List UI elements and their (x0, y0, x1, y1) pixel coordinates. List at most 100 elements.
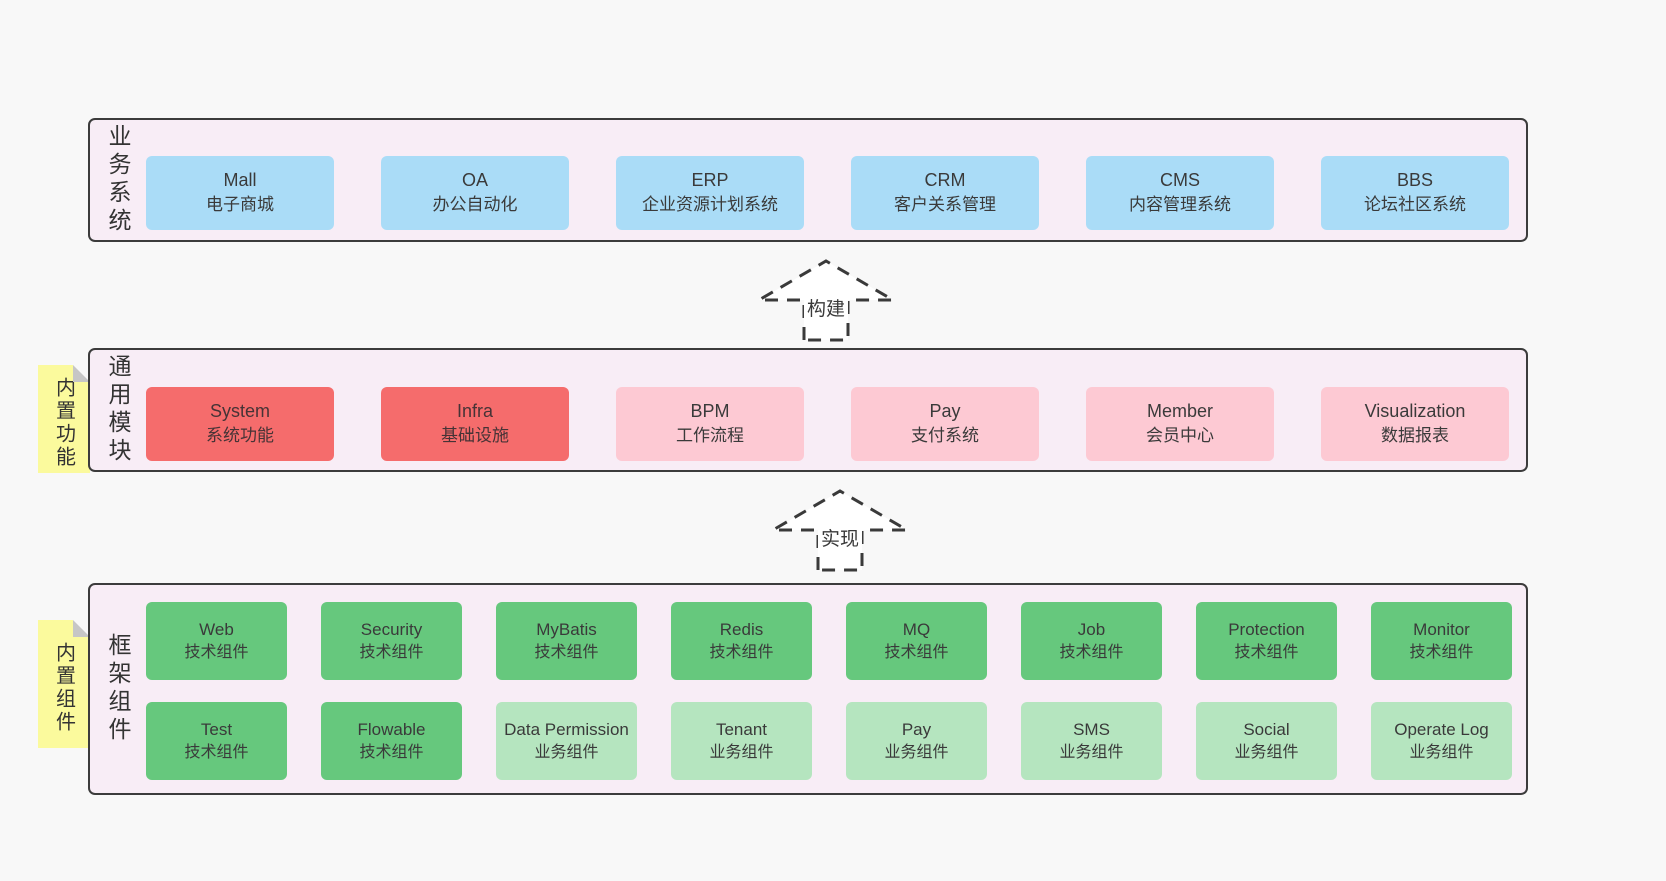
box-name: Member (1146, 401, 1213, 422)
common-modules-panel: 通用模块 System 系统功能 Infra 基础设施 BPM 工作流程 Pay… (88, 348, 1528, 472)
box-name: Redis (719, 620, 764, 640)
box-name: Mall (223, 170, 257, 191)
box-subtitle: 技术组件 (1059, 643, 1124, 661)
framework-components-grid: Web 技术组件 Security 技术组件 MyBatis 技术组件 Redi… (146, 585, 1512, 793)
business-box-erp: ERP 企业资源计划系统 (616, 155, 804, 230)
box-subtitle: 系统功能 (206, 426, 274, 446)
business-box-bbs: BBS 论坛社区系统 (1321, 155, 1509, 230)
box-subtitle: 技术组件 (359, 643, 424, 661)
box-name: Operate Log (1394, 720, 1489, 740)
box-name: BPM (690, 401, 730, 422)
box-name: SMS (1073, 720, 1110, 740)
box-subtitle: 电子商城 (206, 195, 274, 215)
module-box-system: System 系统功能 (146, 386, 334, 461)
module-box-visualization: Visualization 数据报表 (1321, 386, 1509, 461)
component-box-monitor: Monitor 技术组件 (1371, 602, 1512, 680)
box-name: Visualization (1364, 401, 1466, 422)
common-modules-label: 通用模块 (105, 354, 131, 466)
box-name: Pay (929, 401, 961, 422)
builtin-components-note-text: 内置组件 (52, 642, 75, 734)
module-box-infra: Infra 基础设施 (381, 386, 569, 461)
box-name: Flowable (357, 720, 426, 740)
box-name: Pay (901, 720, 932, 740)
component-box-flowable: Flowable 技术组件 (321, 702, 462, 780)
box-subtitle: 技术组件 (1234, 643, 1299, 661)
box-subtitle: 客户关系管理 (894, 195, 996, 215)
box-subtitle: 业务组件 (534, 743, 599, 761)
box-subtitle: 技术组件 (709, 643, 774, 661)
framework-components-label: 框架组件 (105, 633, 131, 745)
implement-arrow-label: 实现 (817, 524, 863, 551)
box-subtitle: 论坛社区系统 (1364, 195, 1466, 215)
box-subtitle: 技术组件 (184, 643, 249, 661)
box-subtitle: 工作流程 (676, 426, 744, 446)
box-subtitle: 技术组件 (1409, 643, 1474, 661)
component-box-test: Test 技术组件 (146, 702, 287, 780)
component-box-mq: MQ 技术组件 (846, 602, 987, 680)
box-subtitle: 办公自动化 (432, 195, 518, 215)
component-box-sms: SMS 业务组件 (1021, 702, 1162, 780)
framework-components-panel: 框架组件 Web 技术组件 Security 技术组件 MyBatis 技术组件… (88, 583, 1528, 795)
box-name: Tenant (715, 720, 768, 740)
box-subtitle: 业务组件 (884, 743, 949, 761)
box-name: Data Permission (504, 720, 629, 740)
component-box-redis: Redis 技术组件 (671, 602, 812, 680)
component-box-pay: Pay 业务组件 (846, 702, 987, 780)
module-box-bpm: BPM 工作流程 (616, 386, 804, 461)
box-name: System (209, 401, 270, 422)
box-subtitle: 技术组件 (534, 643, 599, 661)
component-box-job: Job 技术组件 (1021, 602, 1162, 680)
component-box-operate-log: Operate Log 业务组件 (1371, 702, 1512, 780)
framework-components-row-2: Test 技术组件 Flowable 技术组件 Data Permission … (146, 702, 1512, 780)
box-subtitle: 数据报表 (1381, 426, 1449, 446)
box-name: BBS (1396, 170, 1434, 191)
business-box-crm: CRM 客户关系管理 (851, 155, 1039, 230)
box-name: Protection (1228, 620, 1305, 640)
box-name: Social (1243, 720, 1290, 740)
box-name: Security (360, 620, 423, 640)
box-name: Job (1077, 620, 1106, 640)
box-name: Web (199, 620, 234, 640)
box-name: MQ (902, 620, 931, 640)
business-systems-row: Mall 电子商城 OA 办公自动化 ERP 企业资源计划系统 CRM 客户关系… (146, 145, 1509, 240)
box-name: Infra (456, 401, 494, 422)
business-systems-label: 业务系统 (105, 124, 131, 236)
box-subtitle: 业务组件 (709, 743, 774, 761)
builtin-features-note: 内置功能 (38, 365, 90, 473)
module-box-member: Member 会员中心 (1086, 386, 1274, 461)
build-arrow-label: 构建 (803, 294, 849, 321)
box-subtitle: 内容管理系统 (1129, 195, 1231, 215)
box-name: Test (200, 720, 233, 740)
box-subtitle: 会员中心 (1146, 426, 1214, 446)
box-subtitle: 业务组件 (1234, 743, 1299, 761)
component-box-security: Security 技术组件 (321, 602, 462, 680)
box-subtitle: 技术组件 (184, 743, 249, 761)
component-box-data-permission: Data Permission 业务组件 (496, 702, 637, 780)
box-name: OA (461, 170, 488, 191)
component-box-social: Social 业务组件 (1196, 702, 1337, 780)
box-name: CMS (1160, 170, 1200, 191)
business-box-mall: Mall 电子商城 (146, 155, 334, 230)
box-subtitle: 企业资源计划系统 (642, 195, 778, 215)
framework-components-row-1: Web 技术组件 Security 技术组件 MyBatis 技术组件 Redi… (146, 602, 1512, 680)
component-box-mybatis: MyBatis 技术组件 (496, 602, 637, 680)
builtin-components-note: 内置组件 (38, 620, 90, 748)
box-name: ERP (691, 170, 729, 191)
business-box-cms: CMS 内容管理系统 (1086, 155, 1274, 230)
component-box-protection: Protection 技术组件 (1196, 602, 1337, 680)
implement-arrow: 实现 (770, 488, 910, 572)
box-subtitle: 基础设施 (441, 426, 509, 446)
box-name: MyBatis (536, 620, 597, 640)
builtin-features-note-text: 内置功能 (52, 377, 75, 469)
box-subtitle: 技术组件 (359, 743, 424, 761)
component-box-tenant: Tenant 业务组件 (671, 702, 812, 780)
box-subtitle: 支付系统 (911, 426, 979, 446)
common-modules-row: System 系统功能 Infra 基础设施 BPM 工作流程 Pay 支付系统… (146, 377, 1509, 470)
build-arrow: 构建 (756, 258, 896, 342)
box-name: CRM (924, 170, 966, 191)
box-subtitle: 技术组件 (884, 643, 949, 661)
box-subtitle: 业务组件 (1409, 743, 1474, 761)
module-box-pay: Pay 支付系统 (851, 386, 1039, 461)
box-name: Monitor (1413, 620, 1470, 640)
